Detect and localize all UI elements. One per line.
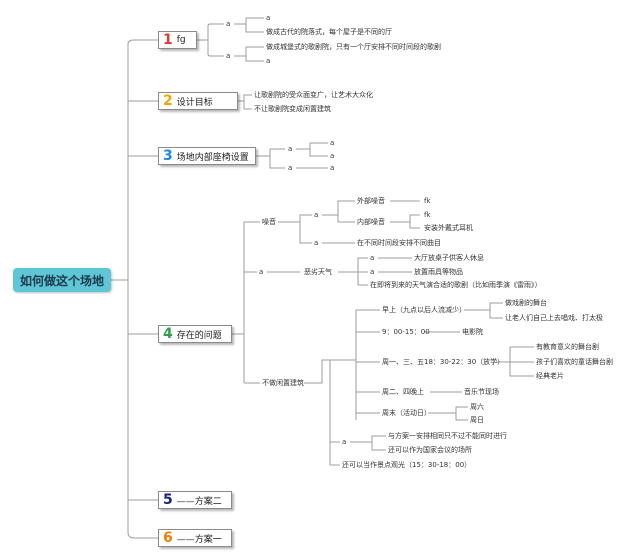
root-node[interactable]: 如何做这个场地 (13, 268, 111, 292)
tue-thu-node[interactable]: 周二、四晚上 (382, 388, 424, 396)
b1-a2-child-1[interactable]: 做成城堡式的歌剧院，只有一个厅安排不同时间段的歌剧 (266, 43, 441, 51)
outer-noise-node[interactable]: 外部噪音 (357, 197, 385, 205)
branch-4-box[interactable]: 4 存在的问题 (158, 325, 232, 343)
weather-child-3[interactable]: 在即将到来的天气演合适的歌剧（比如雨季演《雷雨》） (370, 281, 542, 289)
branch-5-number: 5 (163, 492, 173, 508)
branch-1-box[interactable]: 1 fg (158, 31, 197, 49)
b1-a1-child-2[interactable]: 做成古代的院落式，每个屋子是不同的厅 (266, 28, 392, 36)
plan-same-node[interactable]: 与方案一安排相同只不过不能同时进行 (388, 432, 507, 440)
b3-a1-child-2[interactable]: a (330, 152, 335, 160)
branch-3-number: 3 (163, 148, 173, 164)
branch-4-number: 4 (163, 326, 173, 342)
kids-play-node[interactable]: 孩子们喜欢的童话舞台剧 (536, 358, 613, 366)
b1-a1-child-1[interactable]: a (266, 14, 271, 22)
noise-sub-a[interactable]: a (314, 211, 319, 219)
diff-time-node[interactable]: 在不同时间段安排不同曲目 (357, 239, 441, 247)
inner-noise-node[interactable]: 内部噪音 (357, 218, 385, 226)
morning-node[interactable]: 早上（九点以后人流减少） (382, 306, 466, 314)
branch-5-label: ——方案二 (176, 496, 222, 507)
branch-2-box[interactable]: 2 设计目标 (158, 92, 238, 110)
b3-sub-a2[interactable]: a (288, 164, 293, 172)
weather-child-2[interactable]: 放置雨具等物品 (414, 268, 463, 276)
weekend-node[interactable]: 周末（活动日） (382, 409, 431, 417)
idle-sub-a[interactable]: a (342, 438, 347, 446)
saturday-node[interactable]: 周六 (470, 403, 484, 411)
branch-3-box[interactable]: 3 场地内部座椅设置 (158, 147, 256, 165)
branch-6-box[interactable]: 6 ——方案一 (158, 529, 232, 547)
sunday-node[interactable]: 周日 (470, 416, 484, 424)
scenic-node[interactable]: 还可以当作景点观光（15：30-18：00） (342, 461, 472, 469)
b1-a2-child-2[interactable]: a (266, 57, 271, 65)
b3-a2-child-1[interactable]: a (330, 164, 335, 172)
mwf-node[interactable]: 周一、三、五18：30-22：30（放学） (382, 358, 505, 366)
edu-play-node[interactable]: 有教育意义的舞台剧 (536, 343, 599, 351)
branch-5-box[interactable]: 5 ——方案二 (158, 491, 232, 509)
idle-node[interactable]: 不做闲置建筑 (262, 379, 304, 387)
branch-4-label: 存在的问题 (176, 330, 222, 341)
b3-a1-child-1[interactable]: a (330, 139, 335, 147)
b2-child-1[interactable]: 让歌剧院的受众面变广，让艺术大众化 (254, 91, 373, 99)
noise-node[interactable]: 噪音 (262, 218, 276, 226)
conference-node[interactable]: 还可以作为国家会议的场所 (388, 446, 472, 454)
inner-noise-fk[interactable]: fk (424, 211, 431, 219)
b1-sub-a2[interactable]: a (226, 52, 231, 60)
b2-child-2[interactable]: 不让歌剧院变成闲置建筑 (254, 105, 331, 113)
nine-node[interactable]: 9：00-15：00 (382, 328, 430, 336)
elderly-node[interactable]: 让老人们自己上去唱戏、打太极 (505, 314, 603, 322)
earphone-node[interactable]: 安装外戴式耳机 (424, 224, 473, 232)
music-festival-node[interactable]: 音乐节现场 (464, 388, 499, 396)
noise-sub-a2[interactable]: a (314, 239, 319, 247)
branch-2-label: 设计目标 (176, 97, 213, 108)
weather-sub-a2[interactable]: a (370, 268, 375, 276)
branch-2-number: 2 (163, 93, 173, 109)
outer-noise-fk[interactable]: fk (424, 197, 431, 205)
classic-film-node[interactable]: 经典老片 (536, 372, 564, 380)
branch-3-label: 场地内部座椅设置 (176, 152, 249, 163)
stage-node[interactable]: 做戏剧的舞台 (505, 299, 547, 307)
branch-6-label: ——方案一 (176, 534, 222, 545)
branch-6-number: 6 (163, 530, 173, 546)
weather-node[interactable]: 恶劣天气 (304, 268, 332, 276)
b3-sub-a1[interactable]: a (288, 145, 293, 153)
cinema-node[interactable]: 电影院 (462, 328, 483, 336)
b1-sub-a1[interactable]: a (226, 20, 231, 28)
weather-child-1[interactable]: 大厅放桌子供客人休息 (414, 254, 484, 262)
branch-1-label: fg (176, 35, 186, 45)
root-label: 如何做这个场地 (19, 273, 104, 288)
weather-sub-a1[interactable]: a (370, 254, 375, 262)
branch-1-number: 1 (163, 32, 173, 48)
b4-sub-a[interactable]: a (259, 268, 264, 276)
